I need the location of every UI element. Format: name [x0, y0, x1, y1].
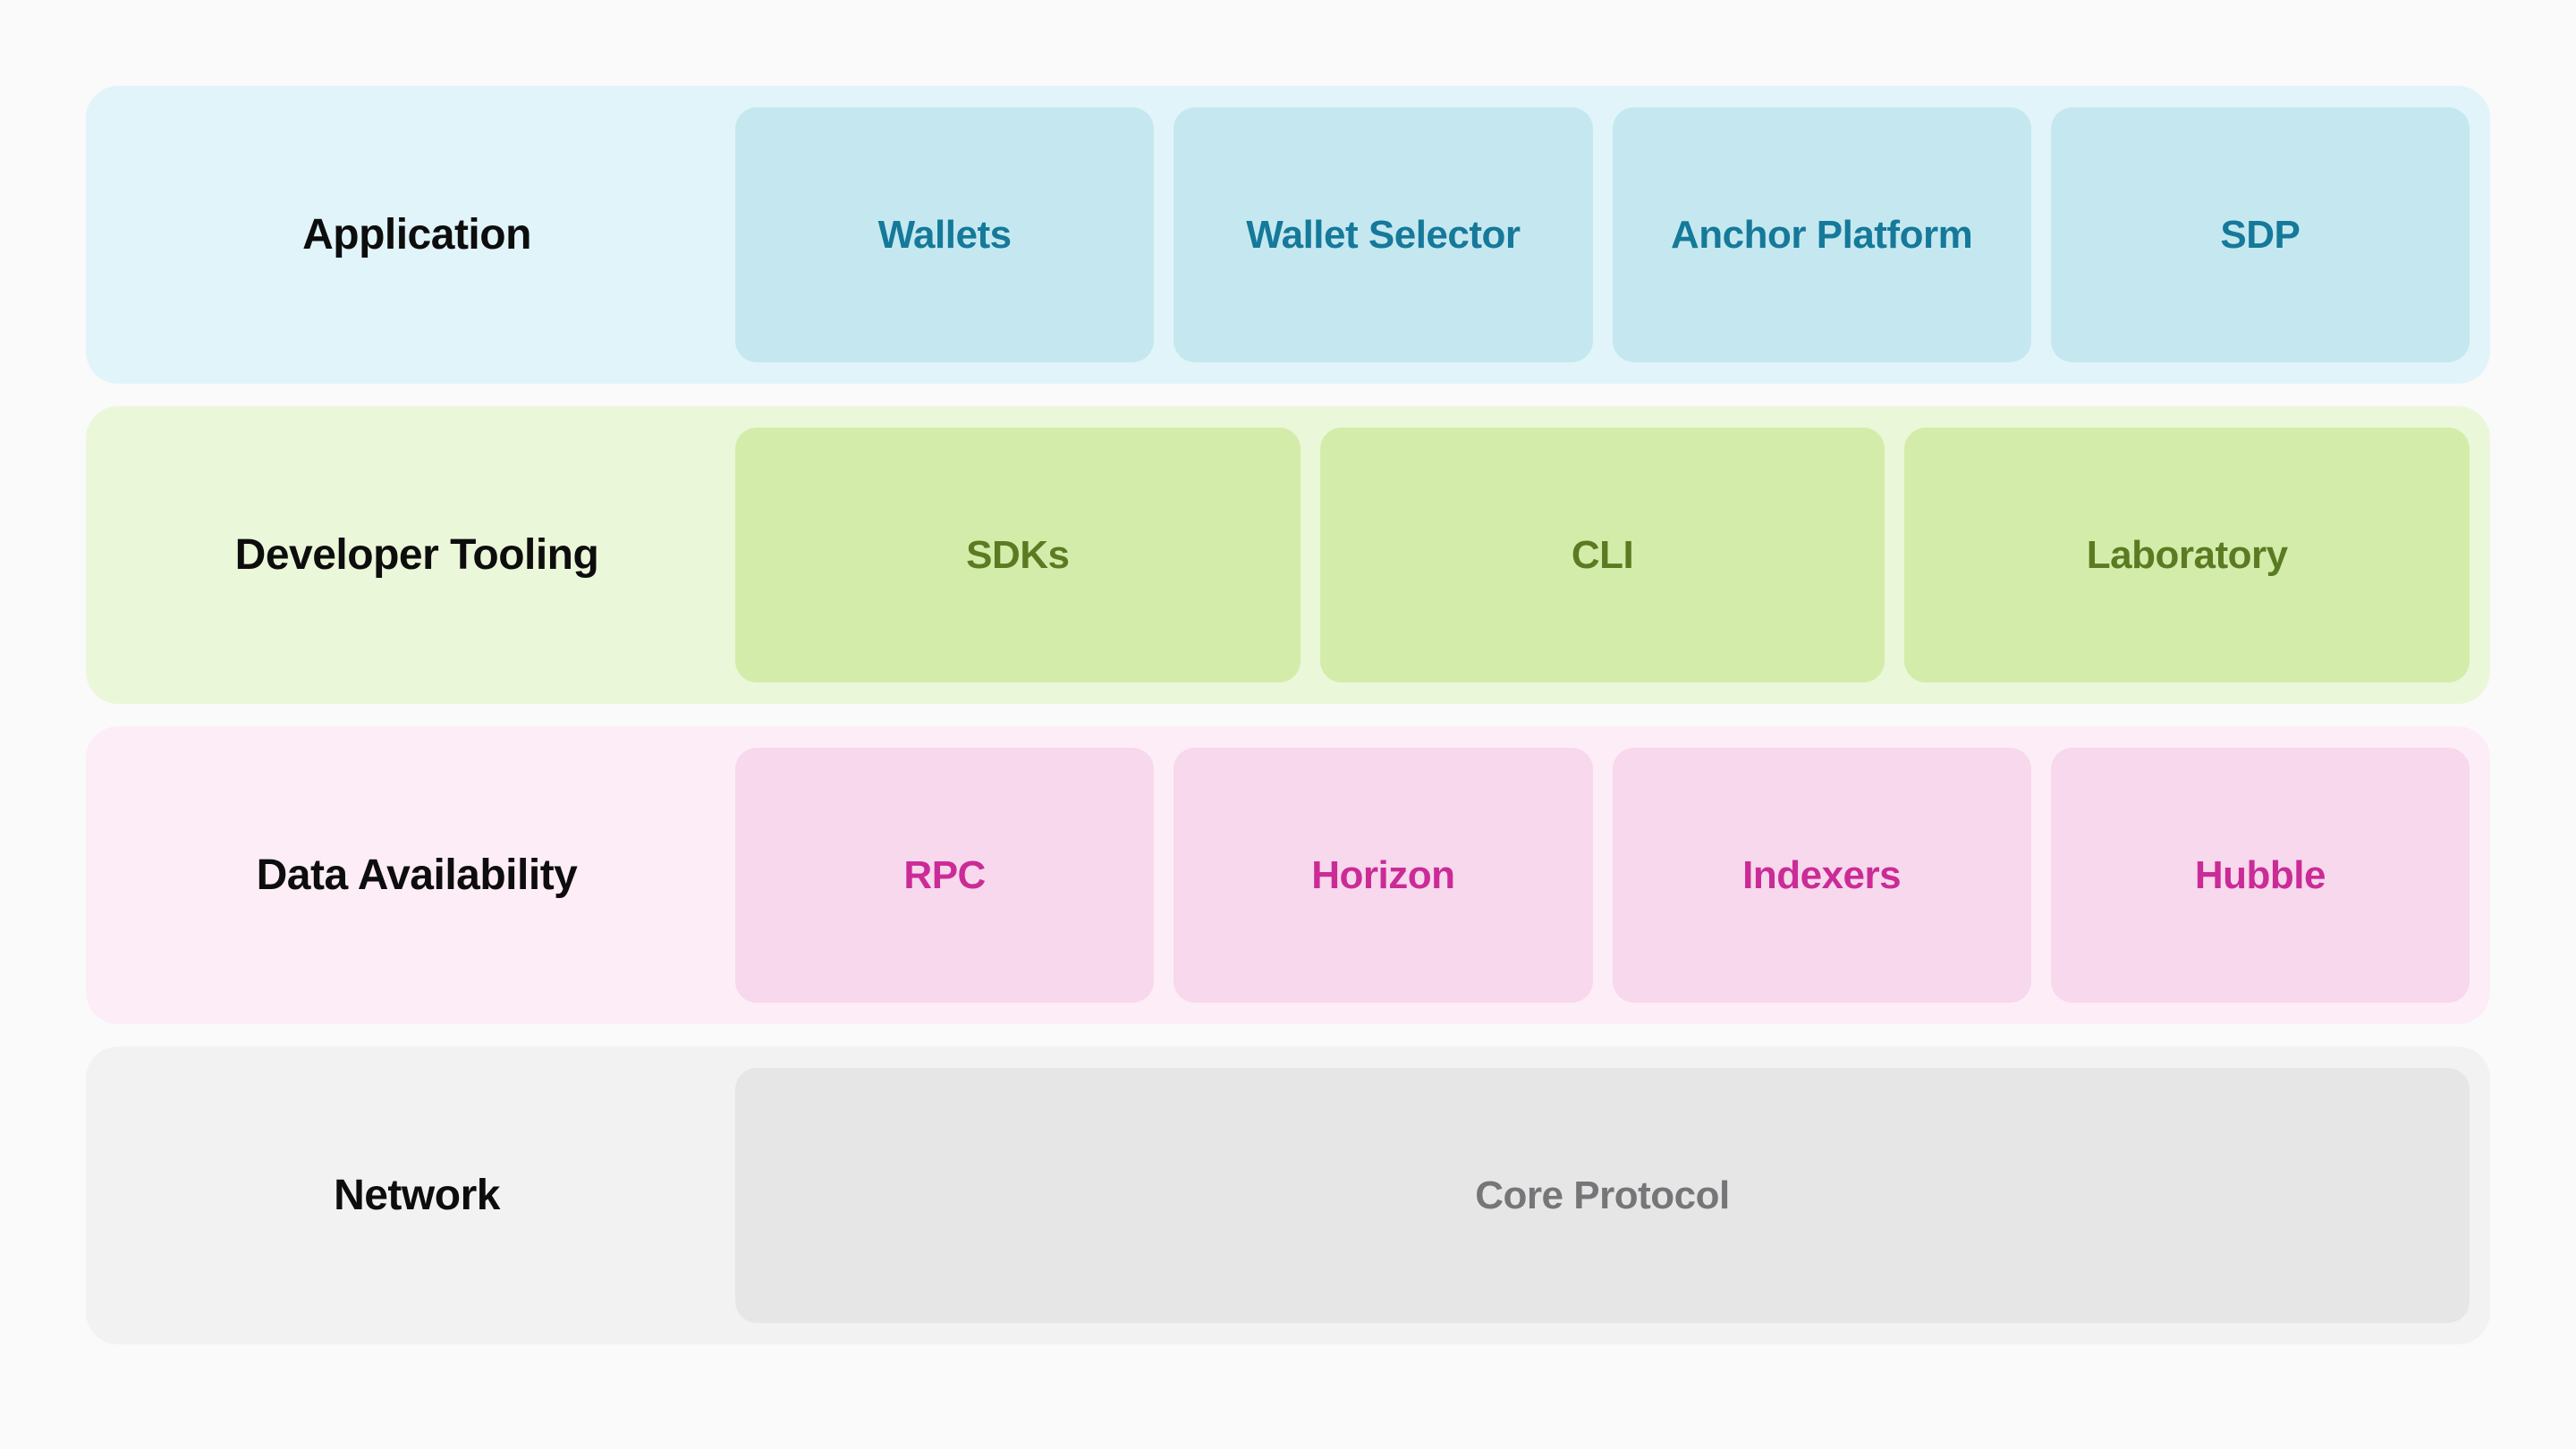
box-indexers[interactable]: Indexers: [1612, 748, 2031, 1003]
layer-developer-tooling-boxes: SDKs CLI Laboratory: [735, 406, 2490, 704]
box-anchor-platform[interactable]: Anchor Platform: [1612, 107, 2031, 362]
box-core-protocol[interactable]: Core Protocol: [735, 1068, 2470, 1323]
layer-network: Network Core Protocol: [86, 1046, 2490, 1344]
layer-network-boxes: Core Protocol: [735, 1046, 2490, 1344]
box-laboratory[interactable]: Laboratory: [1904, 428, 2470, 682]
layer-data-availability-boxes: RPC Horizon Indexers Hubble: [735, 726, 2490, 1024]
architecture-stack-diagram: Application Wallets Wallet Selector Anch…: [86, 86, 2490, 1344]
layer-data-availability: Data Availability RPC Horizon Indexers H…: [86, 726, 2490, 1024]
box-hubble[interactable]: Hubble: [2050, 748, 2470, 1003]
box-rpc[interactable]: RPC: [735, 748, 1155, 1003]
layer-label-application: Application: [302, 211, 531, 258]
layer-label-data-availability: Data Availability: [256, 852, 578, 899]
box-wallets[interactable]: Wallets: [735, 107, 1155, 362]
box-wallet-selector[interactable]: Wallet Selector: [1174, 107, 1593, 362]
layer-application: Application Wallets Wallet Selector Anch…: [86, 86, 2490, 384]
layer-label-developer-tooling: Developer Tooling: [234, 531, 599, 579]
layer-label-network: Network: [334, 1172, 500, 1219]
box-sdks[interactable]: SDKs: [735, 428, 1301, 682]
box-sdp[interactable]: SDP: [2050, 107, 2470, 362]
box-cli[interactable]: CLI: [1319, 428, 1885, 682]
box-horizon[interactable]: Horizon: [1174, 748, 1593, 1003]
layer-application-boxes: Wallets Wallet Selector Anchor Platform …: [735, 86, 2490, 384]
layer-developer-tooling: Developer Tooling SDKs CLI Laboratory: [86, 406, 2490, 704]
